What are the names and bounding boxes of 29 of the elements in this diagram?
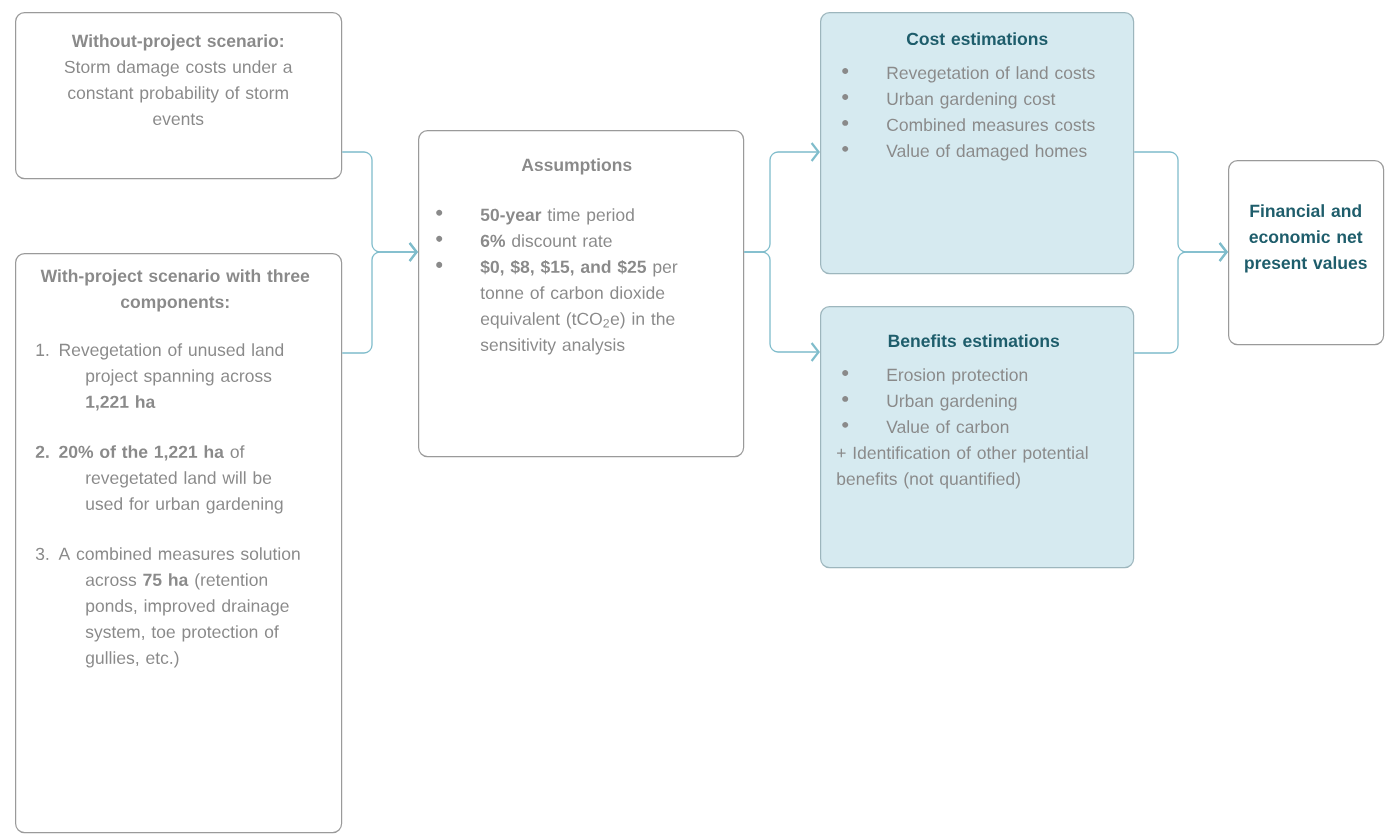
process-box	[820, 12, 1135, 275]
list-item: 1. Revegetation of unused land project spanning across 1,221 ha	[36, 343, 284, 411]
list-item: Combined measures costs	[887, 118, 1095, 132]
heading: Financial and economic net present values	[1245, 204, 1367, 273]
list-item: Revegetation of land costs	[887, 66, 1095, 83]
connector-arrow	[1133, 242, 1228, 354]
list-item: Value of carbon	[886, 420, 1009, 434]
note-text: + Identification of other potential benefits (not quantified)	[837, 446, 1088, 489]
description-text: Without-project scenario: Storm damage costs under a constant probability of storm events	[64, 34, 293, 126]
list-item: Urban gardening	[887, 394, 1017, 411]
list-item: Value of damaged homes	[886, 144, 1087, 161]
heading: Assumptions	[521, 158, 632, 175]
connector-arrow	[743, 251, 820, 362]
list-item: $0, $8, $15, and $25 per tonne of carbon dioxide equivalent (tCO$_{2}$e) in the sensitivity analysis	[480, 259, 678, 355]
process-box	[15, 253, 343, 834]
list-item: 3. A combined measures solution across 75 ha (retention ponds, improved drainage system, toe protection of gullies, etc.)	[35, 547, 300, 668]
list-item: 2. 20% of the 1,221 ha of revegetated land will be used for urban gardening	[35, 445, 283, 514]
heading: With-project scenario with three components:	[40, 269, 310, 312]
list-item: Erosion protection	[887, 368, 1028, 385]
list-item: 6% discount rate	[480, 234, 612, 248]
process-box	[418, 130, 745, 458]
heading: Benefits estimations	[888, 334, 1060, 348]
connector-arrow	[341, 242, 418, 354]
list-item: 50-year time period	[480, 208, 634, 225]
result-box	[1228, 160, 1385, 346]
list-item: Urban gardening cost	[887, 92, 1056, 109]
heading: Cost estimations	[906, 32, 1048, 46]
process-box	[15, 12, 343, 180]
process-box	[820, 306, 1135, 569]
